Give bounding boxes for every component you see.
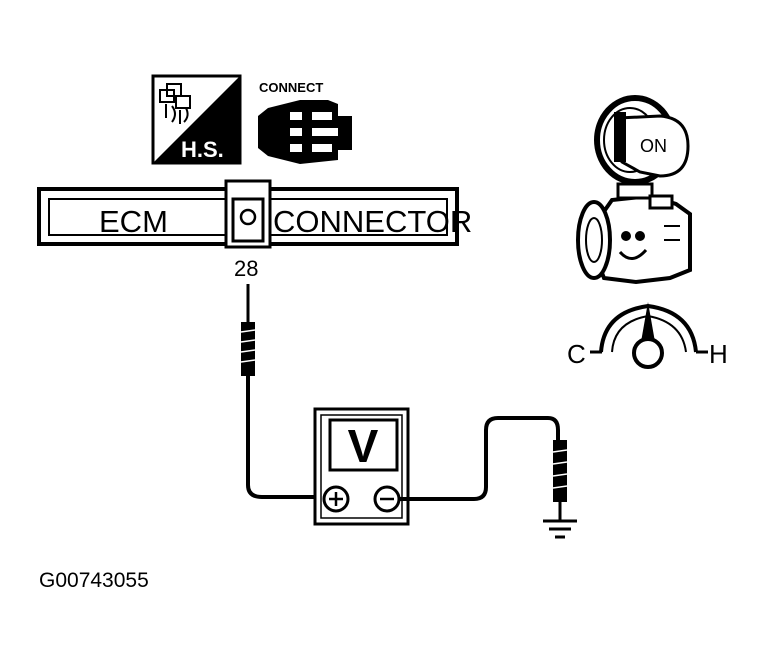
gauge-cold-label: C (567, 339, 586, 369)
terminal-number: 28 (234, 256, 258, 281)
hs-icon: H.S. (151, 74, 242, 165)
ignition-on-icon: ON (594, 95, 690, 185)
gauge-hot-label: H (709, 339, 728, 369)
ignition-label: ON (640, 136, 667, 156)
engine-running-icon (576, 182, 692, 285)
voltmeter: V (313, 407, 410, 526)
negative-probe (399, 416, 568, 520)
hs-label: H.S. (181, 137, 224, 162)
figure-id: G00743055 (39, 569, 149, 592)
terminal-28-pin (239, 208, 257, 226)
connect-label: CONNECT (259, 80, 323, 95)
ground-icon (543, 519, 577, 539)
positive-probe (240, 284, 322, 499)
connect-icon: CONNECT (258, 80, 352, 164)
ecm-connector: ECM CONNECTOR 28 (37, 179, 472, 281)
temperature-gauge-icon: C H (567, 302, 728, 369)
ecm-label: ECM (99, 204, 168, 239)
connector-label: CONNECTOR (273, 204, 472, 239)
voltmeter-display: V (348, 420, 379, 472)
